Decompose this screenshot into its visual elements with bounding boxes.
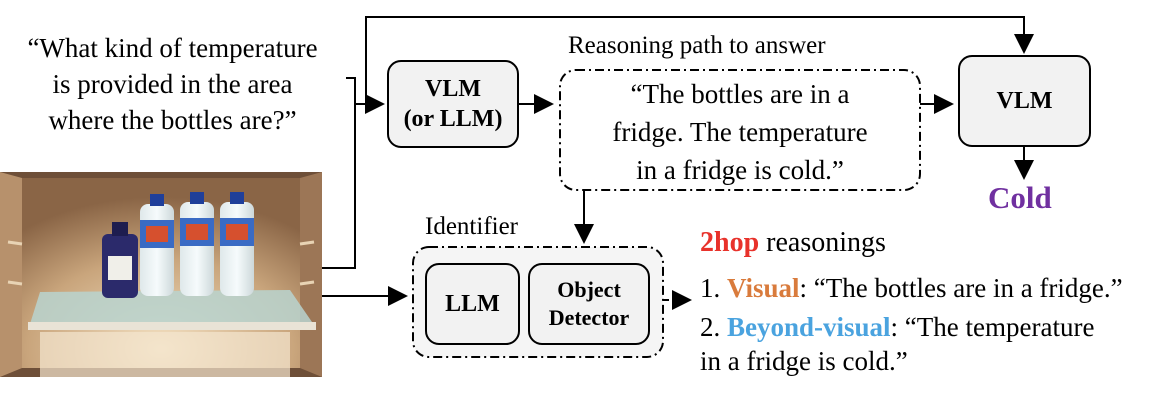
question-line: “What kind of temperature — [27, 33, 318, 63]
hop-item-number: 2. — [700, 312, 727, 342]
object-detector-line: Detector — [548, 305, 630, 330]
llm-box-label: LLM — [445, 290, 500, 317]
vlm-box-label: VLM — [425, 76, 481, 102]
hop-title-rest: reasonings — [759, 227, 886, 258]
llm-box: LLM — [425, 263, 520, 345]
vlm-answer-box: VLM — [958, 55, 1091, 147]
visual-text: : “The bottles are in a fridge.” — [799, 273, 1123, 303]
reasoning-path-title: Reasoning path to answer — [568, 32, 826, 59]
visual-label: Visual — [727, 273, 800, 303]
arrow-image-to-vlm — [322, 104, 356, 269]
vlm-box-sublabel: (or LLM) — [403, 106, 503, 132]
arrow-question-to-vlm — [346, 77, 385, 114]
reasoning-line: “The bottles are in a — [630, 79, 850, 109]
hop-item-number: 1. — [700, 273, 727, 303]
identifier-title: Identifier — [425, 213, 519, 240]
beyond-visual-label: Beyond-visual — [727, 312, 891, 342]
hop-item-beyond-visual: 2. Beyond-visual: “The temperature — [700, 312, 1094, 343]
hop-highlight: 2hop — [700, 227, 760, 258]
question-text: “What kind of temperature is provided in… — [0, 30, 345, 138]
object-detector-box: Object Detector — [528, 263, 650, 345]
fridge-photo — [0, 172, 322, 377]
question-line: where the bottles are?” — [48, 105, 297, 135]
vlm-answer-box-label: VLM — [996, 87, 1053, 114]
hop-item-visual: 1. Visual: “The bottles are in a fridge.… — [700, 273, 1123, 304]
answer-label: Cold — [988, 180, 1052, 215]
reasoning-path-text: “The bottles are in a fridge. The temper… — [560, 75, 920, 189]
beyond-visual-text: : “The temperature — [890, 312, 1095, 342]
question-line: is provided in the area — [52, 69, 293, 99]
reasoning-path-box — [559, 69, 921, 191]
reasoning-line: in a fridge is cold.” — [636, 155, 844, 185]
fridge-photo-image — [0, 172, 322, 377]
vlm-or-llm-box: VLM (or LLM) — [387, 60, 519, 148]
object-detector-line: Object — [557, 277, 621, 302]
beyond-visual-text-cont: in a fridge is cold.” — [700, 346, 908, 376]
arrow-top-loop — [365, 16, 1034, 104]
reasoning-line: fridge. The temperature — [612, 117, 868, 147]
hop-reasonings-title: 2hop reasonings — [700, 227, 886, 259]
